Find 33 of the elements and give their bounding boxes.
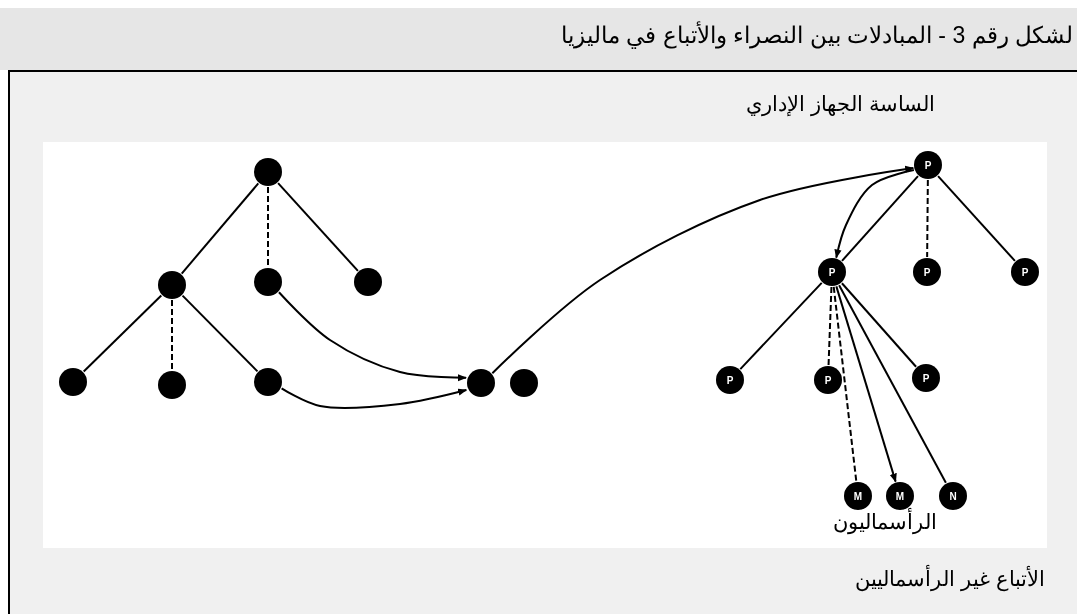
connector-line — [739, 281, 823, 371]
connector-line — [180, 182, 260, 275]
arrow — [280, 387, 468, 410]
group-label: الساسة الجهاز الإداري — [746, 92, 935, 116]
node-letter: P — [726, 374, 734, 386]
figure-title: لشكل رقم 3 - المبادلات بين النصراء والأتباع في ماليزيا — [561, 22, 1073, 49]
connector-line — [926, 179, 929, 258]
connector-line — [267, 186, 269, 268]
connector-line — [937, 175, 1016, 262]
node-letter: P — [1021, 266, 1029, 278]
group-label: الرأسماليون — [833, 510, 937, 534]
connector-line — [181, 294, 259, 373]
node-letter: P — [922, 372, 930, 384]
arrow — [835, 285, 897, 483]
connector-line — [841, 175, 919, 262]
arrow — [277, 291, 468, 382]
connector-line — [277, 182, 359, 272]
arrow — [834, 169, 915, 259]
node-letter: P — [923, 266, 931, 278]
connector-line — [840, 282, 918, 368]
node-letter: P — [824, 374, 832, 386]
connector-line — [82, 294, 163, 373]
node-letter: N — [949, 490, 957, 502]
group-label: الأتباع غير الرأسماليين — [855, 567, 1045, 591]
node-letter: M — [895, 490, 905, 502]
node-letter: M — [853, 490, 863, 502]
connector-line — [827, 286, 833, 366]
arrow — [491, 165, 915, 375]
connector-line — [832, 285, 858, 483]
connector-line — [171, 299, 173, 371]
node-letter: P — [924, 159, 932, 171]
connector-line — [838, 284, 947, 484]
node-letter: P — [828, 266, 836, 278]
